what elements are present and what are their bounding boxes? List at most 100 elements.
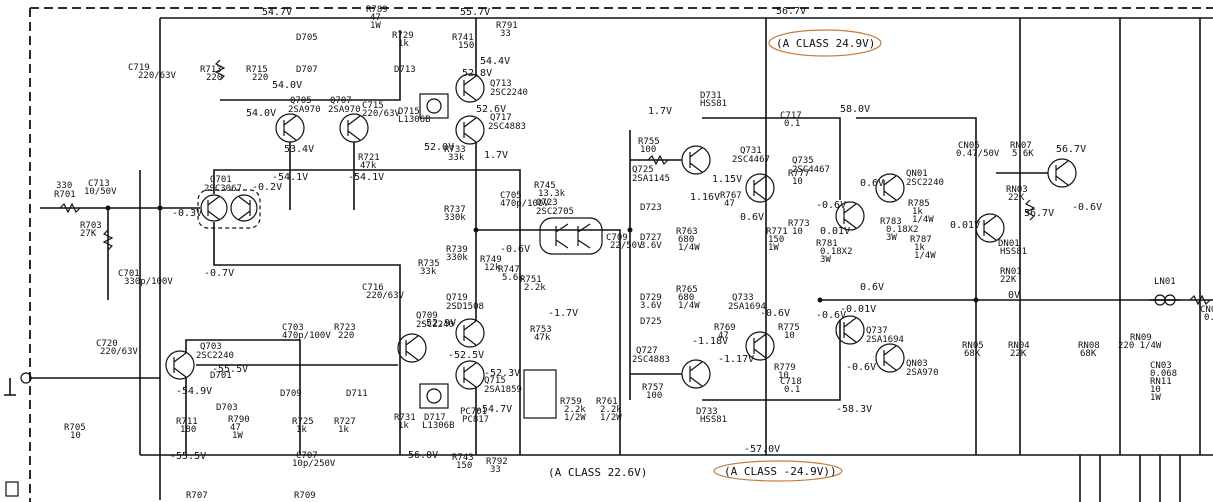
- component-ref-label: R735: [418, 259, 440, 269]
- component-value-label: 0.1: [784, 119, 800, 129]
- node-voltage-label: -54.9V: [176, 386, 212, 397]
- transistor-q729: [745, 331, 775, 361]
- component-value-label: 10/50V: [84, 187, 117, 197]
- component-value-label: 10p/250V: [292, 459, 336, 469]
- output-terminal-box: [5, 481, 19, 497]
- rail-voltage-top-right: 56.7V: [776, 6, 806, 17]
- junction-dot: [105, 205, 111, 211]
- component-value-label: HSS81: [700, 99, 727, 109]
- component-value-label: 220: [338, 331, 354, 341]
- node-voltage-label: -54.7V: [476, 404, 512, 415]
- component-value-label: 10: [778, 371, 789, 381]
- component-ref-label: C703: [282, 323, 304, 333]
- component-ref-label: D701: [210, 371, 232, 381]
- component-value-label: HSS81: [1000, 247, 1027, 257]
- component-value-label: 330: [56, 181, 72, 191]
- component-value-label: L1306B: [398, 115, 431, 125]
- q729-ref: Q733: [732, 293, 754, 303]
- component-ref-label: R771: [766, 227, 788, 237]
- resistor-r715: [214, 59, 226, 81]
- node-voltage-label: -0.6V: [500, 244, 530, 255]
- component-ref-label: R743: [452, 453, 474, 463]
- component-value-label: 470p/100V: [500, 199, 549, 209]
- node-voltage-label: -52.9V: [420, 318, 456, 329]
- rail-voltage-top-mid: 55.7V: [460, 7, 490, 18]
- node-voltage-label: 56.7V: [1024, 208, 1054, 219]
- component-ref-label: DN01: [998, 239, 1020, 249]
- junction-dot: [973, 297, 979, 303]
- component-value-label: 2.2k: [564, 405, 586, 415]
- component-value-label: 10: [792, 177, 803, 187]
- component-ref-label: D717: [424, 413, 446, 423]
- junction-dot: [157, 205, 163, 211]
- node-voltage-label: -1.17V: [718, 354, 754, 365]
- component-value-label: 10: [784, 331, 795, 341]
- driver-base-wires: [630, 159, 682, 375]
- a-class-bottom-highlight: [713, 460, 843, 482]
- q725-ref: Q727: [636, 346, 658, 356]
- component-value-label: 10: [70, 431, 81, 441]
- component-ref-label: R753: [530, 325, 552, 335]
- resistor-rn03: [1024, 199, 1036, 221]
- node-voltage-label: 1.7V: [484, 150, 508, 161]
- transistor-q701b: [230, 194, 258, 222]
- node-voltage-label: -52.3V: [484, 368, 520, 379]
- component-value-label: 3W: [886, 233, 897, 243]
- component-value-label: 47: [724, 199, 735, 209]
- component-ref-label: R787: [910, 235, 932, 245]
- component-ref-label: D725: [640, 317, 662, 327]
- led-d717-lens: [426, 388, 442, 404]
- transistor-qn01: [975, 213, 1005, 243]
- node-voltage-label: 1.15V: [712, 174, 742, 185]
- led-d715: [419, 93, 449, 119]
- component-value-label: 22/50V: [610, 241, 643, 251]
- q701-ref: Q701: [210, 175, 232, 185]
- photocoupler-pc701: [523, 369, 557, 419]
- component-value-label: 680: [678, 293, 694, 303]
- transistor-q701a: [200, 194, 228, 222]
- node-voltage-label: 1.16V: [690, 192, 720, 203]
- component-ref-label: R747: [498, 265, 520, 275]
- component-ref-label: R763: [676, 227, 698, 237]
- component-ref-label: D705: [296, 33, 318, 43]
- q709-ref: Q709: [416, 311, 438, 321]
- component-ref-label: R701: [54, 190, 76, 200]
- component-value-label: 22K: [1008, 193, 1025, 203]
- component-ref-label: R737: [444, 205, 466, 215]
- node-voltage-label: 0.6V: [860, 178, 884, 189]
- node-voltage-label: -0.3V: [172, 208, 202, 219]
- transistor-q725: [681, 359, 711, 389]
- component-ref-label: R739: [446, 245, 468, 255]
- component-value-label: 220: [252, 73, 268, 83]
- junction-dot: [627, 227, 633, 233]
- component-ref-label: RN09: [1130, 333, 1152, 343]
- component-value-label: 0.068: [1150, 369, 1177, 379]
- component-ref-label: R709: [294, 491, 316, 501]
- resistor-r755: [647, 154, 669, 166]
- component-ref-label: R713: [200, 65, 222, 75]
- component-ref-label: RN07: [1010, 141, 1032, 151]
- component-value-label: 150: [458, 41, 474, 51]
- component-value-label: 68K: [1080, 349, 1097, 359]
- component-ref-label: R721: [358, 153, 380, 163]
- component-value-label: 470p/100V: [282, 331, 331, 341]
- component-value-label: 13.3k: [538, 189, 566, 199]
- component-ref-label: R757: [642, 383, 664, 393]
- transistor-q735: [875, 173, 905, 203]
- component-value-label: 0.18X2: [886, 225, 919, 235]
- capacitor-cn01: [1189, 294, 1211, 306]
- component-value-label: 22K: [1000, 275, 1017, 285]
- component-value-label: 1k: [398, 421, 409, 431]
- component-value-label: 47: [370, 13, 381, 23]
- component-ref-label: R775: [778, 323, 800, 333]
- component-value-label: 47k: [360, 161, 377, 171]
- component-value-label: 1W: [1150, 393, 1161, 403]
- component-ref-label: RN03: [1006, 185, 1028, 195]
- node-voltage-label: 52.0V: [424, 142, 454, 153]
- output-collector-wire: [856, 117, 977, 455]
- node-voltage-label: 56.7V: [1056, 144, 1086, 155]
- component-value-label: 680: [678, 235, 694, 245]
- node-voltage-label: -0.6V: [1072, 202, 1102, 213]
- node-voltage-label: 1.7V: [648, 106, 672, 117]
